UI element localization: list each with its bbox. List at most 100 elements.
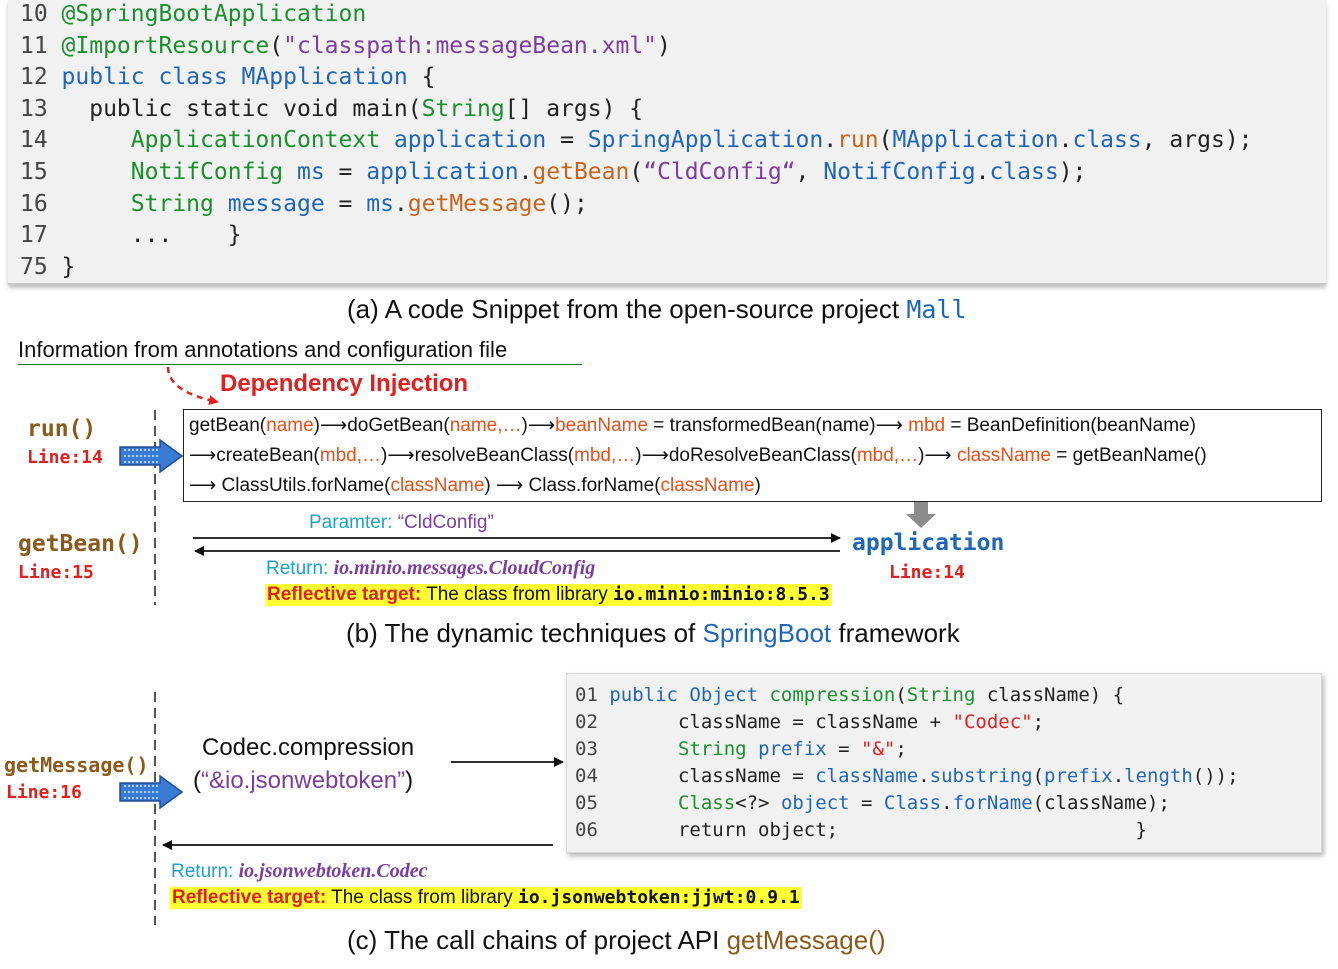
getmessage-method-label: getMessage() xyxy=(4,753,149,777)
line-number: 03 xyxy=(575,738,610,760)
getbean-line-label: Line:15 xyxy=(18,562,94,583)
getmessage-line-label: Line:16 xyxy=(6,782,82,803)
chain-token: getBean( xyxy=(189,415,267,436)
snippet-a-line-10: 10 @SpringBootApplication xyxy=(20,0,366,29)
code-token: (className); xyxy=(1032,792,1170,814)
code-token: ms xyxy=(296,159,325,185)
line-number: 17 xyxy=(20,222,62,249)
code-token: { xyxy=(407,64,436,91)
reflective-c-lib: io.jsonwebtoken:jjwt:0.9.1 xyxy=(517,887,800,908)
code-token: , args); xyxy=(1141,127,1253,154)
chain-token: )⟶ xyxy=(918,445,957,466)
run-method-label: run() xyxy=(27,416,97,442)
codec-close-paren: ) xyxy=(405,767,414,794)
code-token: class xyxy=(1072,127,1142,154)
chain-token: )⟶doGetBean( xyxy=(313,415,450,436)
reflective-b-lib: io.minio:minio:8.5.3 xyxy=(612,584,830,605)
line-number: 06 xyxy=(575,819,610,841)
code-token: ; xyxy=(895,738,907,760)
code-token xyxy=(747,738,758,760)
code-token: String xyxy=(421,95,505,122)
line-number: 05 xyxy=(575,792,610,814)
line-number: 01 xyxy=(575,684,610,706)
code-token: . xyxy=(393,190,408,217)
code-token: = xyxy=(324,190,367,217)
code-token: = xyxy=(849,792,884,814)
code-token: className xyxy=(815,765,919,787)
code-token: ( xyxy=(269,32,284,59)
call-chain-row-1: getBean(name)⟶doGetBean(name,…)⟶beanName… xyxy=(189,414,1196,437)
code-token: ms xyxy=(366,190,394,217)
code-token: public static void main( xyxy=(61,95,422,122)
reflective-target-c: Reflective target: The class from librar… xyxy=(170,887,802,909)
code-token: ); xyxy=(1058,159,1087,185)
code-token: String xyxy=(677,738,747,760)
reflective-c-label: Reflective target: xyxy=(172,887,327,908)
reflective-b-text: The class from library xyxy=(421,584,613,605)
line-number: 11 xyxy=(20,32,62,59)
application-label: application xyxy=(852,530,1005,556)
code-token: @SpringBootApplication xyxy=(61,1,367,27)
chain-token: mbd,… xyxy=(319,445,381,466)
caption-a-text: (a) A code Snippet from the open-source … xyxy=(347,294,907,324)
code-token: getMessage xyxy=(407,190,547,217)
caption-b: (b) The dynamic techniques of SpringBoot… xyxy=(346,618,960,649)
caption-a-project: Mall xyxy=(906,295,967,324)
reflective-target-b: Reflective target: The class from librar… xyxy=(265,584,832,606)
code-token: . xyxy=(975,159,990,185)
code-token: ... } xyxy=(61,222,242,249)
chain-token: mbd xyxy=(908,415,946,436)
line-number: 13 xyxy=(20,95,62,122)
code-token: "classpath:messageBean.xml" xyxy=(283,32,657,59)
code-token: "&" xyxy=(861,738,896,760)
code-token: compression xyxy=(769,684,896,706)
return-c-value: io.jsonwebtoken.Codec xyxy=(238,860,428,882)
chain-token: className xyxy=(956,445,1051,466)
run-line-label: Line:14 xyxy=(27,447,103,468)
code-token: . xyxy=(518,159,533,185)
line-number: 15 xyxy=(20,159,62,185)
code-token: (); xyxy=(546,190,588,217)
caption-b-framework: SpringBoot xyxy=(702,618,832,648)
di-arrow xyxy=(166,366,219,406)
code-token: prefix xyxy=(758,738,827,760)
code-token: run xyxy=(837,127,879,154)
codec-call-name: Codec.compression xyxy=(202,734,415,761)
return-label-b: Return: io.minio.messages.CloudConfig xyxy=(266,557,595,580)
code-token: ( xyxy=(1032,765,1045,787)
chain-token: name xyxy=(266,415,314,436)
snippet-c-line-05: 05 Class<?> object = Class.forName(class… xyxy=(575,790,1170,816)
run-call-arrow xyxy=(119,438,184,474)
snippet-a-line-17: 17 ... } xyxy=(20,220,242,250)
code-token: object xyxy=(780,792,850,814)
code-token: ( xyxy=(878,127,893,154)
code-token: SpringApplication xyxy=(587,127,824,154)
code-token: “CldConfig“ xyxy=(643,159,796,185)
chain-token: = transformedBean(name)⟶ xyxy=(648,415,909,436)
parameter-value: “CldConfig” xyxy=(397,512,494,533)
code-token xyxy=(609,792,678,814)
chain-token: )⟶ xyxy=(521,415,556,436)
call-chain-row-2: ⟶createBean(mbd,…)⟶resolveBeanClass(mbd,… xyxy=(189,444,1207,467)
snippet-c-line-03: 03 String prefix = "&"; xyxy=(575,736,907,762)
code-token: = xyxy=(826,738,862,760)
reflective-c-text: The class from library xyxy=(326,887,518,908)
code-token: . xyxy=(823,127,838,154)
snippet-a-line-13: 13 public static void main(String[] args… xyxy=(20,94,643,124)
chain-token: beanName xyxy=(555,415,649,436)
code-token: ()); xyxy=(1192,765,1239,787)
code-token: ; xyxy=(1032,711,1045,733)
code-token xyxy=(609,738,678,760)
code-token: Class xyxy=(883,792,942,814)
chain-token: = BeanDefinition(beanName) xyxy=(945,415,1196,436)
annotation-info-label: Information from annotations and configu… xyxy=(18,337,508,362)
code-token: = xyxy=(324,159,367,185)
code-token: <?> xyxy=(735,792,781,814)
codec-arg: “&io.jsonwebtoken” xyxy=(201,767,406,794)
line-number: 02 xyxy=(575,711,610,733)
code-token: [] args) { xyxy=(504,95,644,122)
code-token: prefix xyxy=(1044,765,1113,787)
caption-a: (a) A code Snippet from the open-source … xyxy=(347,294,967,325)
getbean-method-label: getBean() xyxy=(18,531,143,557)
